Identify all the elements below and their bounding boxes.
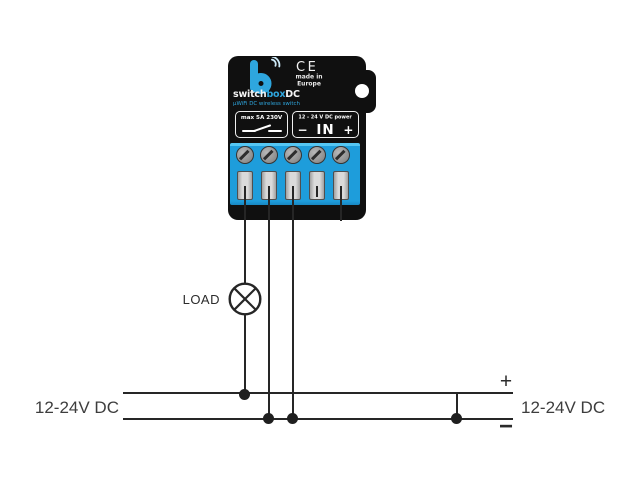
supply-label-left: 12-24V DC (34, 398, 119, 417)
product-name: switch box DC (233, 89, 300, 101)
made-in-line2: Europe (297, 79, 321, 87)
wire-stub-terminal4 (316, 186, 318, 197)
mounting-hole (355, 84, 369, 98)
screw-icon (260, 146, 278, 164)
in-label: IN (316, 121, 335, 138)
junction-dot (263, 413, 274, 424)
load-lamp-icon (228, 282, 262, 316)
screw-icon (284, 146, 302, 164)
junction-dot (239, 388, 250, 400)
power-spec-label: 12 - 24 V DC power (298, 113, 353, 120)
junction-dot (287, 413, 298, 424)
junction-dot (451, 413, 462, 424)
plus-rail (123, 392, 513, 394)
minus-rail (123, 417, 513, 420)
supply-label-right: 12-24V DC (521, 398, 606, 417)
ce-mark: CE (296, 60, 319, 75)
terminal-slot-4 (309, 171, 325, 200)
brand-suffix: DC (285, 89, 300, 100)
load-label: LOAD (182, 292, 220, 307)
brand-mid: box (266, 89, 286, 100)
in-plus-sign: + (343, 122, 354, 137)
made-in-label: made in Europe (294, 74, 324, 87)
relay-spec-label: max 5A 230V (240, 113, 283, 120)
rail-jumper (456, 392, 458, 419)
plus-marker: + (499, 370, 513, 393)
in-minus-sign: − (297, 122, 308, 137)
blebox-logo-icon (250, 57, 281, 94)
screw-icon (236, 146, 254, 164)
wire-output-return (268, 186, 270, 420)
power-in-row: − IN + (298, 122, 354, 138)
switch-symbol-icon (241, 124, 282, 132)
screw-icon (308, 146, 326, 164)
power-spec-box: 12 - 24 V DC power − IN + (292, 111, 359, 138)
brand-prefix: switch (233, 89, 267, 100)
made-in-line1: made in (295, 73, 323, 80)
product-subtitle: μWiFi DC wireless switch (233, 100, 300, 107)
minus-marker: − (498, 413, 513, 440)
screw-icon (332, 146, 350, 164)
relay-spec-box: max 5A 230V (235, 111, 288, 138)
wire-stub-terminal5 (340, 186, 342, 221)
wire-power-minus (292, 186, 294, 420)
